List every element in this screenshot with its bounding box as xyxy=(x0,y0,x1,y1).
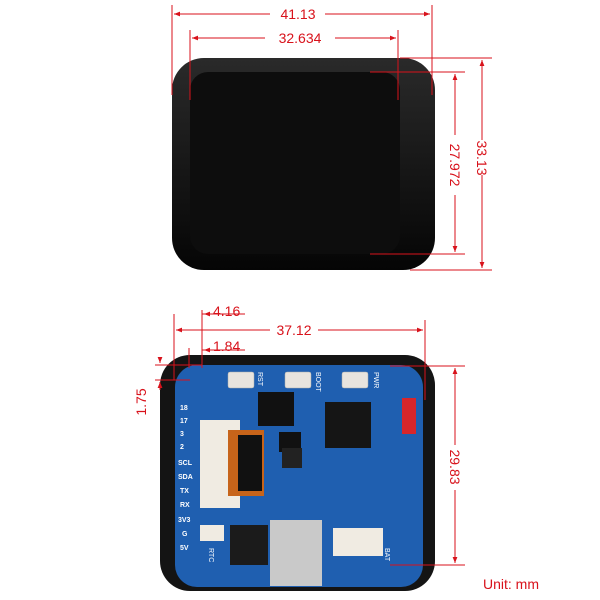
rtc-label: RTC xyxy=(207,548,214,562)
offset-c-label: 1.75 xyxy=(133,388,149,415)
pin-5v: 5V xyxy=(180,545,189,552)
pin-2: 2 xyxy=(180,444,184,451)
display-width-label: 41.13 xyxy=(280,6,315,22)
pin-3v3: 3V3 xyxy=(178,517,191,524)
display-height-label: 33.13 xyxy=(474,140,490,175)
flash-chip xyxy=(258,392,294,426)
pin-17: 17 xyxy=(180,418,188,425)
top-dimension-lines xyxy=(171,5,492,271)
display-front-view xyxy=(172,58,435,270)
pin-labels: 18 17 3 2 SCL SDA TX RX 3V3 G 5V xyxy=(178,405,193,552)
pwr-button-label: PWR xyxy=(372,372,379,388)
bat-label: BAT xyxy=(383,548,390,562)
battery-connector xyxy=(333,528,383,556)
pin-rx: RX xyxy=(180,502,190,509)
pin-sda: SDA xyxy=(178,474,193,481)
rtc-connector xyxy=(200,525,224,541)
bottom-dimension-lines xyxy=(155,310,465,566)
board-width-label: 37.12 xyxy=(276,322,311,338)
buzzer xyxy=(230,525,268,565)
offset-b-label: 1.84 xyxy=(213,338,240,354)
pin-3: 3 xyxy=(180,431,184,438)
board-back-view: RST BOOT PWR 18 17 3 2 SCL SDA TX RX 3V3… xyxy=(160,355,435,591)
mcu-chip xyxy=(325,402,371,448)
screen-width-label: 32.634 xyxy=(279,30,322,46)
usb-c-port xyxy=(270,520,322,586)
battery-cap xyxy=(402,398,416,434)
screen-height-label: 27.972 xyxy=(447,144,463,187)
pin-scl: SCL xyxy=(178,460,193,467)
imu-chip xyxy=(279,432,301,452)
unit-label: Unit: mm xyxy=(483,576,539,592)
pin-tx: TX xyxy=(180,488,189,495)
buttons xyxy=(227,371,369,389)
pin-g: G xyxy=(182,531,188,538)
rst-button-label: RST xyxy=(256,372,263,387)
board-height-label: 29.83 xyxy=(447,449,463,484)
offset-a-label: 4.16 xyxy=(213,303,240,319)
pin-18: 18 xyxy=(180,405,188,412)
boot-button-label: BOOT xyxy=(314,372,321,393)
